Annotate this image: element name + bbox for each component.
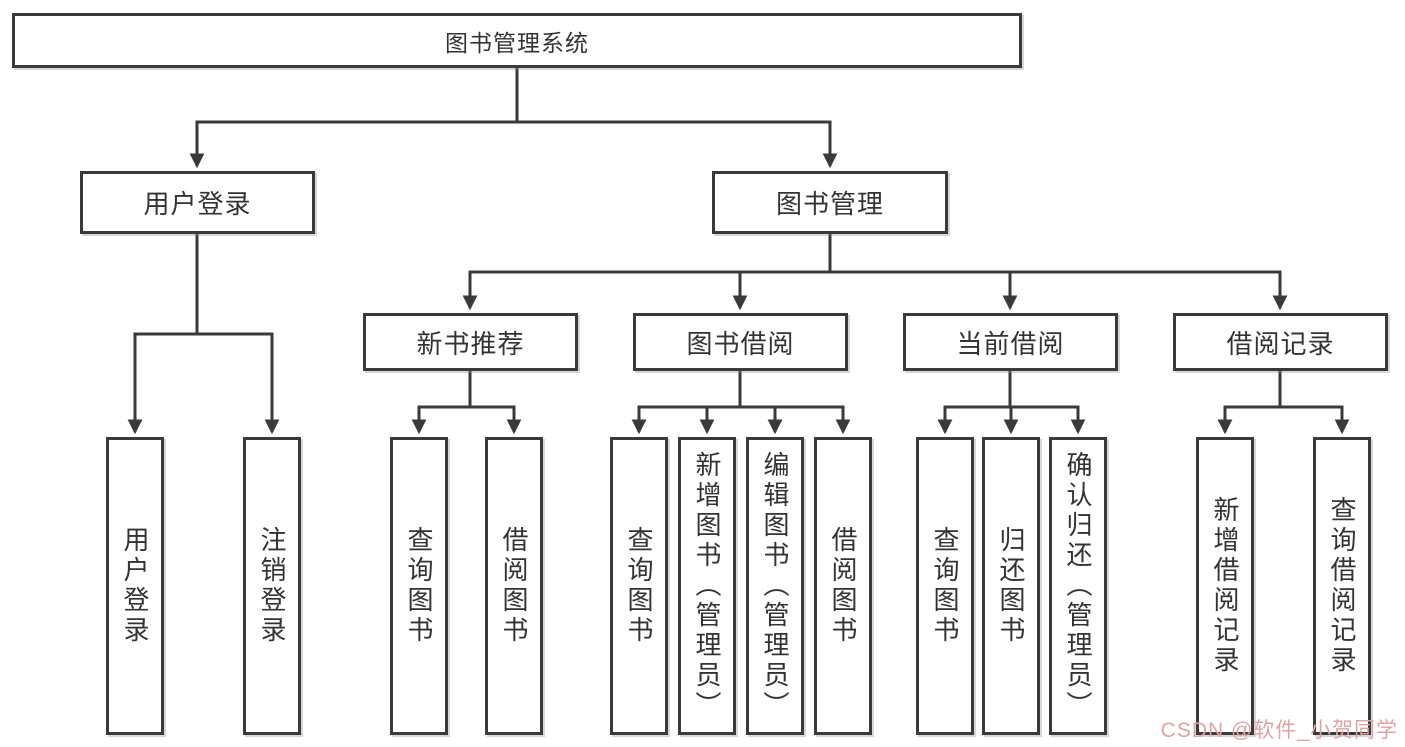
leaf-add-borrow-record: 新增借阅记录 (1196, 437, 1254, 735)
leaf-label: 确认归还（管理员） (1063, 451, 1093, 721)
leaf-label: 查询图书 (624, 526, 654, 646)
node-current-borrow: 当前借阅 (903, 313, 1118, 371)
leaf-label: 借阅图书 (499, 526, 529, 646)
root-node-label: 图书管理系统 (445, 29, 589, 56)
node-book-borrow-label: 图书借阅 (686, 328, 795, 359)
leaf-label: 查询图书 (930, 526, 960, 646)
leaf-label: 新增图书（管理员） (692, 451, 722, 721)
node-new-book-recommend: 新书推荐 (363, 313, 578, 371)
node-user-login: 用户登录 (80, 171, 315, 234)
root-node-library-system: 图书管理系统 (12, 13, 1022, 68)
node-borrow-records-label: 借阅记录 (1226, 328, 1335, 359)
leaf-label: 归还图书 (996, 526, 1026, 646)
leaf-edit-books-admin: 编辑图书（管理员） (746, 437, 804, 735)
node-user-login-label: 用户登录 (143, 189, 252, 219)
leaf-user-login: 用户登录 (106, 437, 164, 735)
leaf-confirm-return-admin: 确认归还（管理员） (1049, 437, 1107, 735)
leaf-label: 注销登录 (257, 526, 287, 646)
leaf-query-books: 查询图书 (390, 437, 448, 735)
leaf-add-books-admin: 新增图书（管理员） (678, 437, 736, 735)
csdn-watermark: CSDN @软件_小贺同学 (1160, 719, 1398, 742)
leaf-logout: 注销登录 (243, 437, 301, 735)
leaf-label: 用户登录 (120, 526, 150, 646)
leaf-label: 查询图书 (404, 526, 434, 646)
leaf-label: 查询借阅记录 (1327, 496, 1357, 676)
node-borrow-records: 借阅记录 (1173, 313, 1388, 371)
leaf-query-books: 查询图书 (916, 437, 974, 735)
leaf-label: 新增借阅记录 (1210, 496, 1240, 676)
leaf-borrow-books: 借阅图书 (485, 437, 543, 735)
leaf-label: 编辑图书（管理员） (760, 451, 790, 721)
leaf-return-books: 归还图书 (982, 437, 1040, 735)
node-book-management: 图书管理 (712, 171, 948, 234)
leaf-label: 借阅图书 (828, 526, 858, 646)
leaf-query-books: 查询图书 (610, 437, 668, 735)
leaf-borrow-books: 借阅图书 (814, 437, 872, 735)
node-book-management-label: 图书管理 (775, 189, 884, 219)
node-book-borrow: 图书借阅 (633, 313, 848, 371)
node-new-book-recommend-label: 新书推荐 (416, 328, 525, 359)
leaf-query-borrow-record: 查询借阅记录 (1313, 437, 1371, 735)
node-current-borrow-label: 当前借阅 (956, 328, 1065, 359)
